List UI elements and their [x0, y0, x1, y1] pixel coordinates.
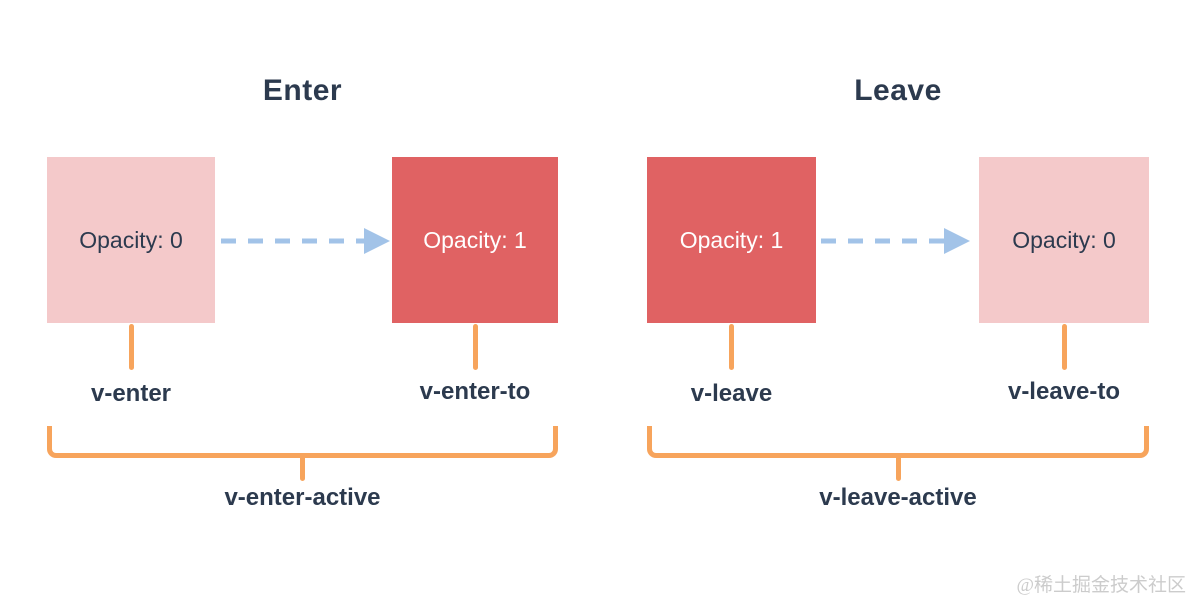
v-enter-class-label: v-enter: [90, 380, 172, 407]
enter-to-label: Opacity: 1: [423, 226, 527, 253]
enter-from-box: Opacity: 0: [47, 157, 215, 323]
juejin-watermark: @稀土掘金技术社区: [1016, 575, 1187, 596]
v-enter-active-class-label: v-enter-active: [224, 484, 381, 511]
leave-to-connector-line: [1062, 324, 1067, 370]
enter-from-connector-line: [129, 324, 134, 370]
leave-from-connector-line: [729, 324, 734, 370]
v-leave-to-class-label: v-leave-to: [1007, 378, 1121, 405]
leave-transition-arrow-icon: [821, 228, 970, 254]
enter-active-bracket-stem: [300, 455, 305, 481]
enter-from-label: Opacity: 0: [79, 226, 183, 253]
v-leave-active-class-label: v-leave-active: [819, 484, 977, 511]
enter-to-box: Opacity: 1: [392, 157, 558, 323]
leave-to-label: Opacity: 0: [1012, 226, 1116, 253]
leave-to-box: Opacity: 0: [979, 157, 1149, 323]
leave-active-bracket-stem: [896, 455, 901, 481]
v-leave-class-label: v-leave: [690, 380, 773, 407]
enter-section-title: Enter: [262, 74, 343, 107]
leave-from-label: Opacity: 1: [679, 226, 784, 253]
enter-active-bracket: [47, 426, 558, 458]
enter-transition-arrow-icon: [221, 228, 390, 254]
leave-from-box: Opacity: 1: [647, 157, 816, 323]
enter-to-connector-line: [473, 324, 478, 370]
leave-section-title: Leave: [854, 74, 942, 107]
leave-active-bracket: [647, 426, 1149, 458]
v-enter-to-class-label: v-enter-to: [419, 378, 531, 405]
